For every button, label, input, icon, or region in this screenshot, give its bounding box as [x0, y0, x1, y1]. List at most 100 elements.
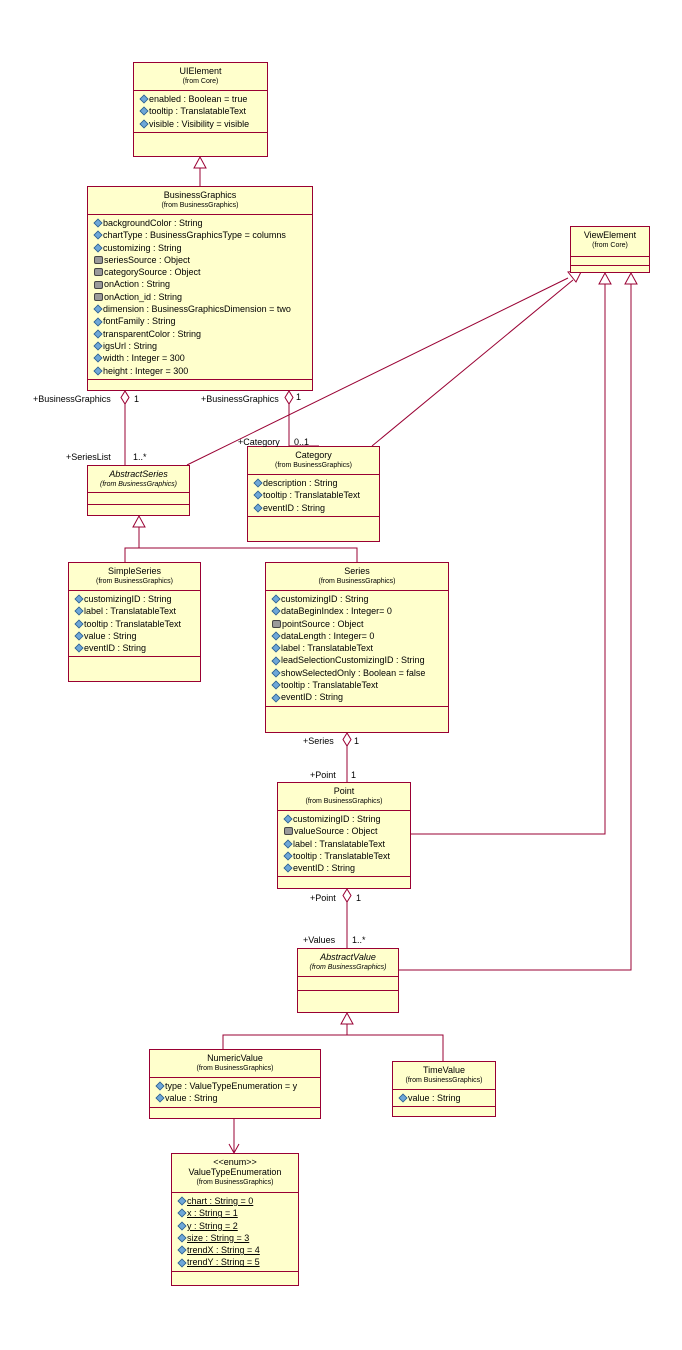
role-label: +Point	[310, 893, 336, 903]
class-package: (from BusinessGraphics)	[196, 1065, 274, 1072]
class-name: ViewElement	[583, 230, 637, 240]
attribute: eventID : String	[283, 862, 410, 874]
public-attribute-icon	[93, 304, 103, 314]
multiplicity-label: 1	[134, 394, 140, 404]
attribute-list: description : String tooltip : Translata…	[248, 475, 379, 517]
class-name: NumericValue	[207, 1053, 263, 1063]
class-name: SimpleSeries	[107, 566, 162, 576]
role-label: +Category	[238, 437, 280, 447]
multiplicity-label: 1	[296, 392, 302, 402]
public-attribute-icon	[271, 692, 281, 703]
private-attribute-icon	[94, 268, 103, 277]
role-label: +BusinessGraphics	[201, 394, 279, 404]
attribute: description : String	[253, 477, 379, 489]
attribute: leadSelectionCustomizingID : String	[271, 654, 448, 666]
attribute: transparentColor : String	[93, 328, 312, 340]
class-numericvalue[interactable]: NumericValue (from BusinessGraphics) typ…	[149, 1049, 321, 1119]
public-attribute-icon	[283, 863, 293, 873]
public-attribute-icon	[93, 316, 103, 327]
attribute: tooltip : TranslatableText	[74, 618, 200, 630]
class-timevalue[interactable]: TimeValue (from BusinessGraphics) value …	[392, 1061, 496, 1117]
attribute-list: customizingID : String valueSource : Obj…	[278, 811, 410, 878]
public-attribute-icon	[271, 606, 281, 616]
class-series[interactable]: Series (from BusinessGraphics) customizi…	[265, 562, 449, 733]
class-point[interactable]: Point (from BusinessGraphics) customizin…	[277, 782, 411, 889]
private-attribute-icon	[94, 280, 103, 289]
class-viewelement[interactable]: ViewElement (from Core)	[570, 226, 650, 273]
public-attribute-icon	[74, 594, 84, 604]
public-attribute-icon	[139, 106, 149, 116]
attribute: customizingID : String	[271, 593, 448, 605]
public-attribute-icon	[74, 606, 84, 616]
public-attribute-icon	[93, 329, 103, 339]
class-name: BusinessGraphics	[163, 190, 237, 200]
class-businessgraphics[interactable]: BusinessGraphics (from BusinessGraphics)…	[87, 186, 313, 391]
public-attribute-icon	[177, 1233, 187, 1243]
attribute: dataLength : Integer= 0	[271, 630, 448, 642]
generalization-line	[186, 277, 569, 466]
generalization-line	[371, 279, 574, 447]
class-valuetypeenumeration[interactable]: <<enum>> ValueTypeEnumeration (from Busi…	[171, 1153, 299, 1286]
attribute-list: chart : String = 0 x : String = 1 y : St…	[172, 1193, 298, 1272]
class-package: (from BusinessGraphics)	[305, 798, 383, 805]
attribute-list	[571, 257, 649, 266]
public-attribute-icon	[74, 631, 84, 641]
public-attribute-icon	[93, 366, 103, 376]
attribute: showSelectedOnly : Boolean = false	[271, 667, 448, 679]
attribute: tooltip : TranslatableText	[283, 850, 410, 862]
attribute: eventID : String	[253, 502, 379, 514]
attribute: pointSource : Object	[272, 618, 448, 630]
multiplicity-label: 1	[351, 770, 357, 780]
class-uielement[interactable]: UIElement (from Core) enabled : Boolean …	[133, 62, 268, 157]
attribute: customizingID : String	[283, 813, 410, 825]
public-attribute-icon	[283, 851, 293, 861]
multiplicity-label: 0..1	[294, 437, 310, 447]
attribute: visible : Visibility = visible	[139, 118, 267, 130]
class-package: (from BusinessGraphics)	[309, 964, 387, 971]
class-abstractseries[interactable]: AbstractSeries (from BusinessGraphics)	[87, 465, 190, 516]
class-simpleseries[interactable]: SimpleSeries (from BusinessGraphics) cus…	[68, 562, 201, 682]
public-attribute-icon	[74, 643, 84, 653]
aggregation-diamond	[342, 732, 352, 747]
attribute-list: customizingID : String label : Translata…	[69, 591, 200, 658]
multiplicity-label: 1	[356, 893, 362, 903]
class-category[interactable]: Category (from BusinessGraphics) descrip…	[247, 446, 380, 542]
public-attribute-icon	[155, 1081, 165, 1091]
attribute-list: backgroundColor : String chartType : Bus…	[88, 215, 312, 380]
attribute: height : Integer = 300	[93, 365, 312, 377]
attribute: backgroundColor : String	[93, 217, 312, 229]
public-attribute-icon	[253, 490, 263, 500]
public-attribute-icon	[271, 668, 281, 678]
private-attribute-icon	[94, 256, 103, 265]
class-abstractvalue[interactable]: AbstractValue (from BusinessGraphics)	[297, 948, 399, 1013]
class-name: Category	[295, 450, 332, 460]
attribute: seriesSource : Object	[94, 254, 312, 266]
generalization-line	[410, 284, 606, 835]
role-label: +Series	[303, 736, 334, 746]
role-label: +Values	[303, 935, 336, 945]
public-attribute-icon	[93, 218, 103, 228]
class-name: UIElement	[179, 66, 222, 76]
attribute: label : TranslatableText	[283, 838, 410, 850]
attribute: trendX : String = 4	[177, 1244, 298, 1256]
public-attribute-icon	[139, 94, 149, 104]
class-package: (from Core)	[592, 242, 628, 249]
public-attribute-icon	[398, 1093, 408, 1103]
generalization-line	[222, 1034, 444, 1061]
public-attribute-icon	[271, 656, 281, 666]
public-attribute-icon	[253, 478, 263, 488]
class-name: AbstractValue	[320, 952, 376, 962]
role-label: +SeriesList	[66, 452, 111, 462]
public-attribute-icon	[271, 643, 281, 653]
multiplicity-label: 1..*	[352, 935, 366, 945]
attribute-list: type : ValueTypeEnumeration = y value : …	[150, 1078, 320, 1108]
public-attribute-icon	[177, 1245, 187, 1255]
class-package: (from BusinessGraphics)	[405, 1077, 483, 1084]
attribute: fontFamily : String	[93, 315, 312, 327]
attribute: tooltip : TranslatableText	[271, 679, 448, 691]
private-attribute-icon	[272, 619, 281, 628]
attribute: igsUrl : String	[93, 340, 312, 352]
class-package: (from BusinessGraphics)	[274, 462, 353, 469]
generalization-arrow	[132, 514, 146, 528]
private-attribute-icon	[284, 827, 293, 836]
